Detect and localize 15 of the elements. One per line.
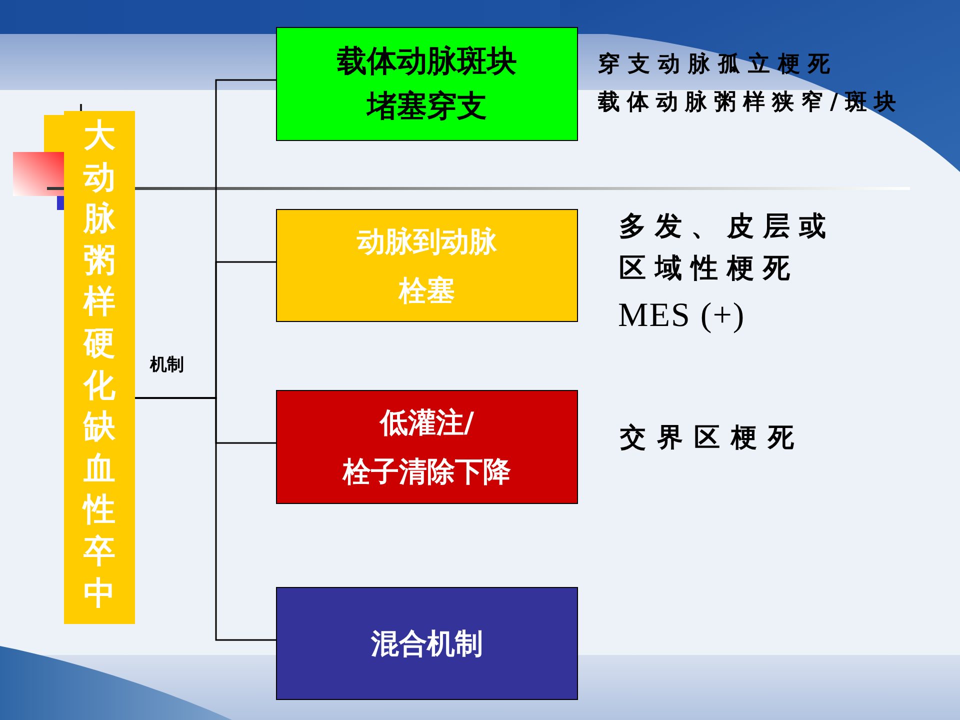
- mechanism-box: [276, 209, 578, 322]
- title-banner: [64, 111, 135, 624]
- mechanism-label: 动脉到动脉栓塞: [356, 224, 498, 308]
- banner-text: 大动脉粥样硬化缺血性卒中: [84, 115, 116, 614]
- connector-label: 机制: [150, 354, 184, 376]
- connector-line: [135, 397, 276, 641]
- mechanism-label: 低灌注/栓子清除下降: [341, 405, 512, 490]
- mechanism-box: [276, 27, 578, 141]
- mechanism-box: [276, 587, 578, 700]
- mechanism-box: [276, 390, 578, 504]
- annotation-text: MES (+): [618, 296, 746, 336]
- mechanism-label: 混合机制: [371, 626, 483, 662]
- mechanism-label: 载体动脉斑块堵塞穿支: [336, 43, 518, 126]
- annotation-text: 多发、皮层或区域性梗死: [619, 210, 836, 286]
- annotation-text: 交界区梗死: [620, 423, 805, 454]
